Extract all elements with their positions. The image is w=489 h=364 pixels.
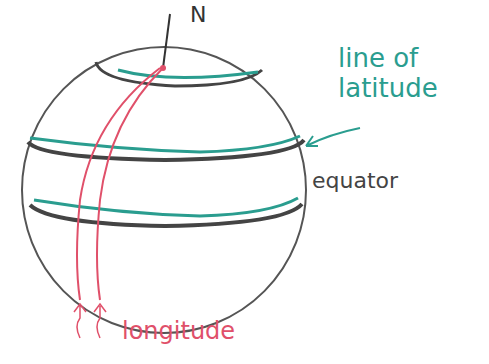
globe-outline [22, 47, 306, 333]
longitude-label: longitude [122, 318, 272, 346]
pointer-arrow [94, 304, 106, 338]
latitude-label: line of latitude [338, 44, 478, 104]
latitude-highlight [34, 198, 298, 216]
latitude-line [96, 62, 262, 86]
pole-dot [160, 65, 166, 71]
pointer-arrow [74, 304, 86, 338]
longitude-line [77, 68, 160, 300]
equator-label: equator [312, 168, 432, 193]
pole-label: N [190, 2, 230, 27]
latitude-highlight [30, 136, 300, 152]
latitude-highlight [118, 70, 258, 78]
leader-arrow [306, 128, 360, 146]
longitude-line [97, 68, 163, 300]
axis-line [163, 14, 170, 68]
